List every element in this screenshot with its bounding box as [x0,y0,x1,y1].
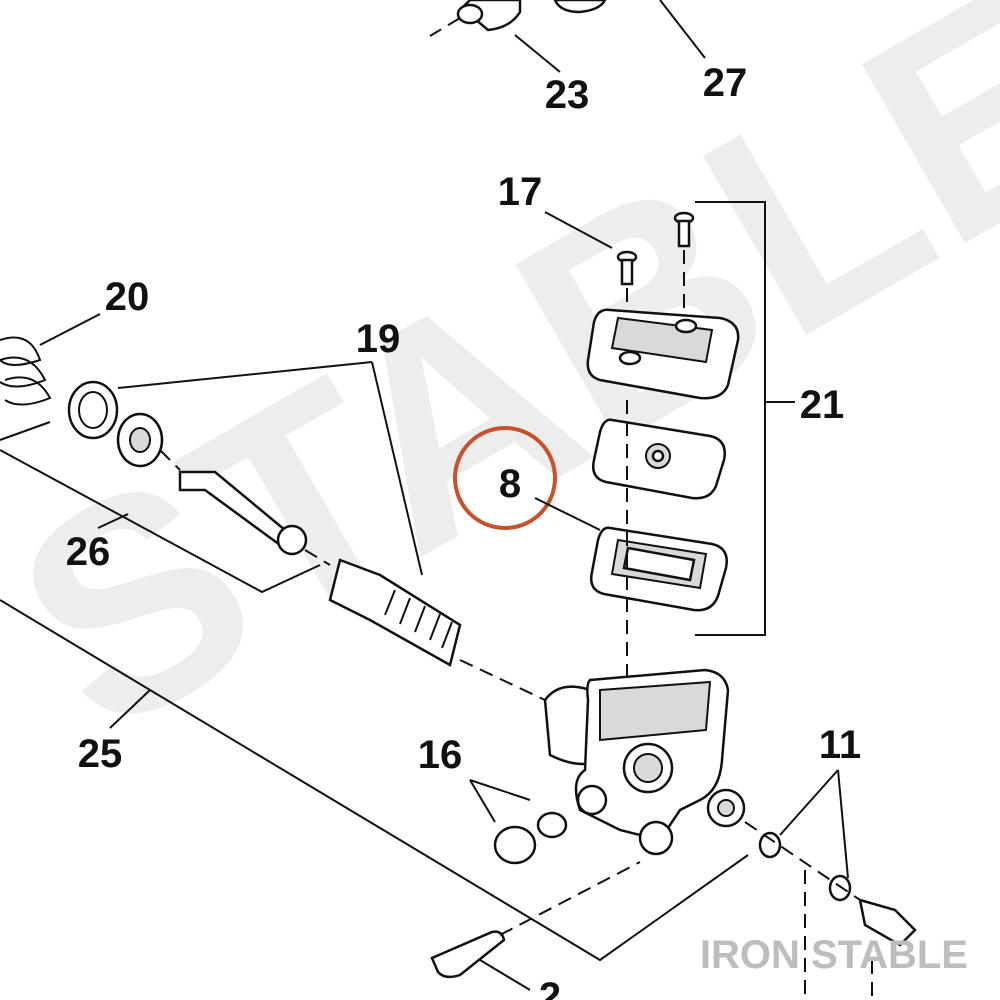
callout-27: 27 [703,61,748,105]
leader-20 [39,313,101,346]
watermark: STABLE [0,0,1000,797]
part-banjo-bolt [858,898,917,947]
leader-17 [544,211,613,249]
part-2-bolt [430,930,506,979]
part-master-cylinder-body [543,668,746,856]
part-26-retaining-clip [67,380,119,440]
part-8-gasket [590,526,728,612]
leader-8 [534,497,601,531]
part-23-bushing [456,0,522,32]
axis-line-top [429,17,461,37]
axis-banjo [744,821,861,901]
part-19-piston [328,558,462,667]
part-27-bushing [553,0,607,14]
axis-rod [159,449,181,471]
callout-8: 8 [499,462,521,506]
leader-23 [514,34,561,73]
leader-11b [837,769,849,879]
bracket-21 [695,201,766,636]
leader-19b [371,361,423,576]
highlight-circle-8 [453,426,557,530]
part-26-washer [116,412,164,468]
part-20-spring [0,336,52,406]
part-26-push-rod [178,470,308,556]
part-21-reservoir-cover [586,308,740,400]
callout-2: 2 [539,975,561,1000]
bracket-25 [0,599,749,962]
axis-piston-body [459,659,546,701]
leader-11a [779,769,839,836]
leader-16b [469,779,496,823]
bracket-26 [0,421,321,594]
callout-25: 25 [78,732,123,776]
axis-bolt-2 [499,861,641,936]
callout-26: 26 [66,530,111,574]
callout-17: 17 [498,170,543,214]
part-17-screw-right [673,211,695,248]
callout-20: 20 [105,275,150,319]
callout-23: 23 [545,73,590,117]
leader-27 [659,0,706,59]
leader-19a [117,361,373,389]
brand-label: IRON STABLE [700,933,968,977]
leader-25 [109,689,151,729]
leader-26 [97,513,129,529]
part-16-plug [493,811,568,865]
leader-16a [469,779,531,801]
leader-2 [479,959,531,991]
axis-rod-piston [304,549,331,566]
callout-11: 11 [819,723,861,767]
part-11-o-rings [758,831,852,902]
part-17-screw-left [616,250,638,286]
callout-21: 21 [800,383,845,427]
callout-16: 16 [418,733,463,777]
callout-19: 19 [356,317,401,361]
